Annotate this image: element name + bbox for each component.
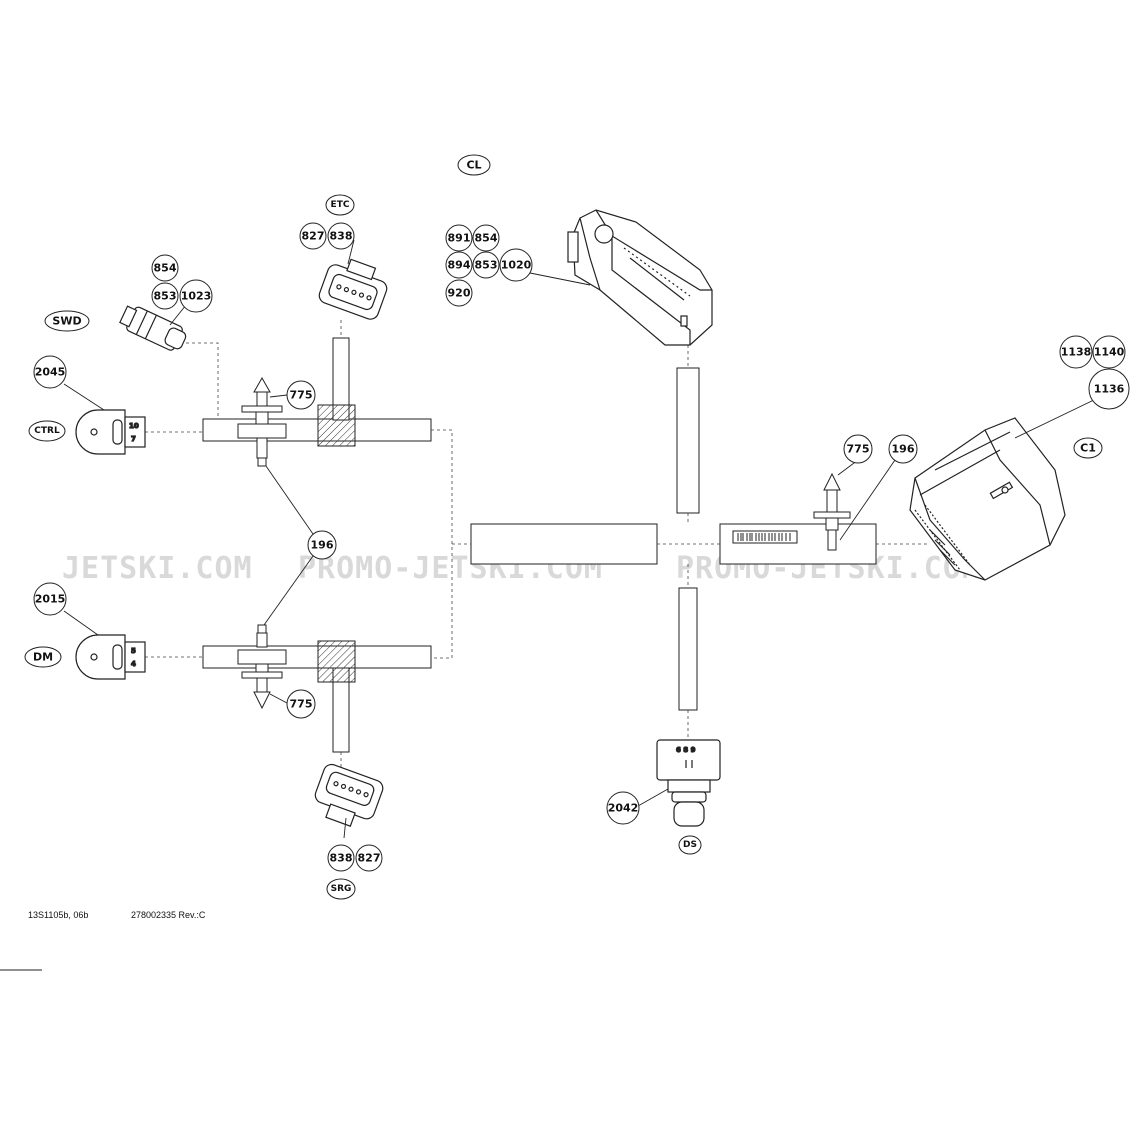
callout-c1: C1 [1080,442,1096,455]
callout-mid-196: 196 [311,539,334,552]
callout-top-775: 775 [290,389,313,402]
leader-lines [63,239,1099,839]
callout-swd-854: 854 [154,262,177,275]
callout-2045: 2045 [35,366,66,379]
dm-cap: 5 4 [75,634,146,680]
swd-connector [119,305,187,351]
callout-srg-827: 827 [358,852,381,865]
callout-cl-894: 894 [448,259,471,272]
lower-harness-clip [237,624,287,710]
ds-connector: 6 8 9 [656,739,721,827]
callout-ds: DS [683,840,697,850]
callout-cl-891: 891 [448,232,471,245]
main-harness-tube-right [719,523,877,565]
callout-cl-920: 920 [448,287,471,300]
callout-right-196: 196 [892,443,915,456]
callout-c1-1138: 1138 [1061,346,1092,359]
srg-connector [314,763,384,827]
callout-c1-1140: 1140 [1094,346,1125,359]
cl-connector [567,209,713,346]
ctrl-pin-top-label: 10 [129,422,139,430]
c1-connector [909,417,1066,581]
lower-harness-tube [202,645,432,669]
callout-swd-853: 853 [154,290,177,303]
callout-etc: ETC [331,200,350,210]
callout-ctrl: CTRL [34,426,60,436]
upper-junction-sleeve [317,404,356,447]
footer-part-revision: 278002335 Rev.:C [131,910,206,920]
callout-etc-838: 838 [330,230,353,243]
dashed-leaders [145,320,930,770]
dm-pin-bottom-label: 4 [131,660,136,668]
watermark-text: JETSKI.COM [62,551,253,586]
callout-swd-1023: 1023 [181,290,212,303]
cl-harness-tube [676,367,700,514]
callout-srg: SRG [331,884,352,894]
callout-srg-838: 838 [330,852,353,865]
callout-cl-853: 853 [475,259,498,272]
etc-connector [318,258,388,320]
callout-2042: 2042 [608,802,639,815]
barcode-label [732,530,798,544]
callout-cl: CL [466,159,481,172]
ctrl-pin-bottom-label: 7 [131,435,136,443]
ds-pins-label: 6 8 9 [676,746,696,754]
right-harness-clip [813,472,851,551]
callout-etc-827: 827 [302,230,325,243]
callout-dm: DM [33,651,53,664]
upper-harness-tube [202,418,432,442]
callout-bubbles [24,154,1130,900]
lower-junction-sleeve [317,640,356,683]
callout-right-775: 775 [847,443,870,456]
footer-drawing-code: 13S1105b, 06b [28,910,89,920]
dm-pin-top-label: 5 [131,647,136,655]
callout-bottom-775: 775 [290,698,313,711]
main-harness-tube-left [470,523,658,565]
callout-2015: 2015 [35,593,66,606]
ds-harness-tube [678,587,698,711]
callout-c1-1136: 1136 [1094,383,1125,396]
callout-swd: SWD [52,315,81,328]
ctrl-cap: 10 7 [75,409,146,455]
callout-cl-854: 854 [475,232,498,245]
callout-cl-1020: 1020 [501,259,532,272]
upper-harness-clip [237,376,287,467]
